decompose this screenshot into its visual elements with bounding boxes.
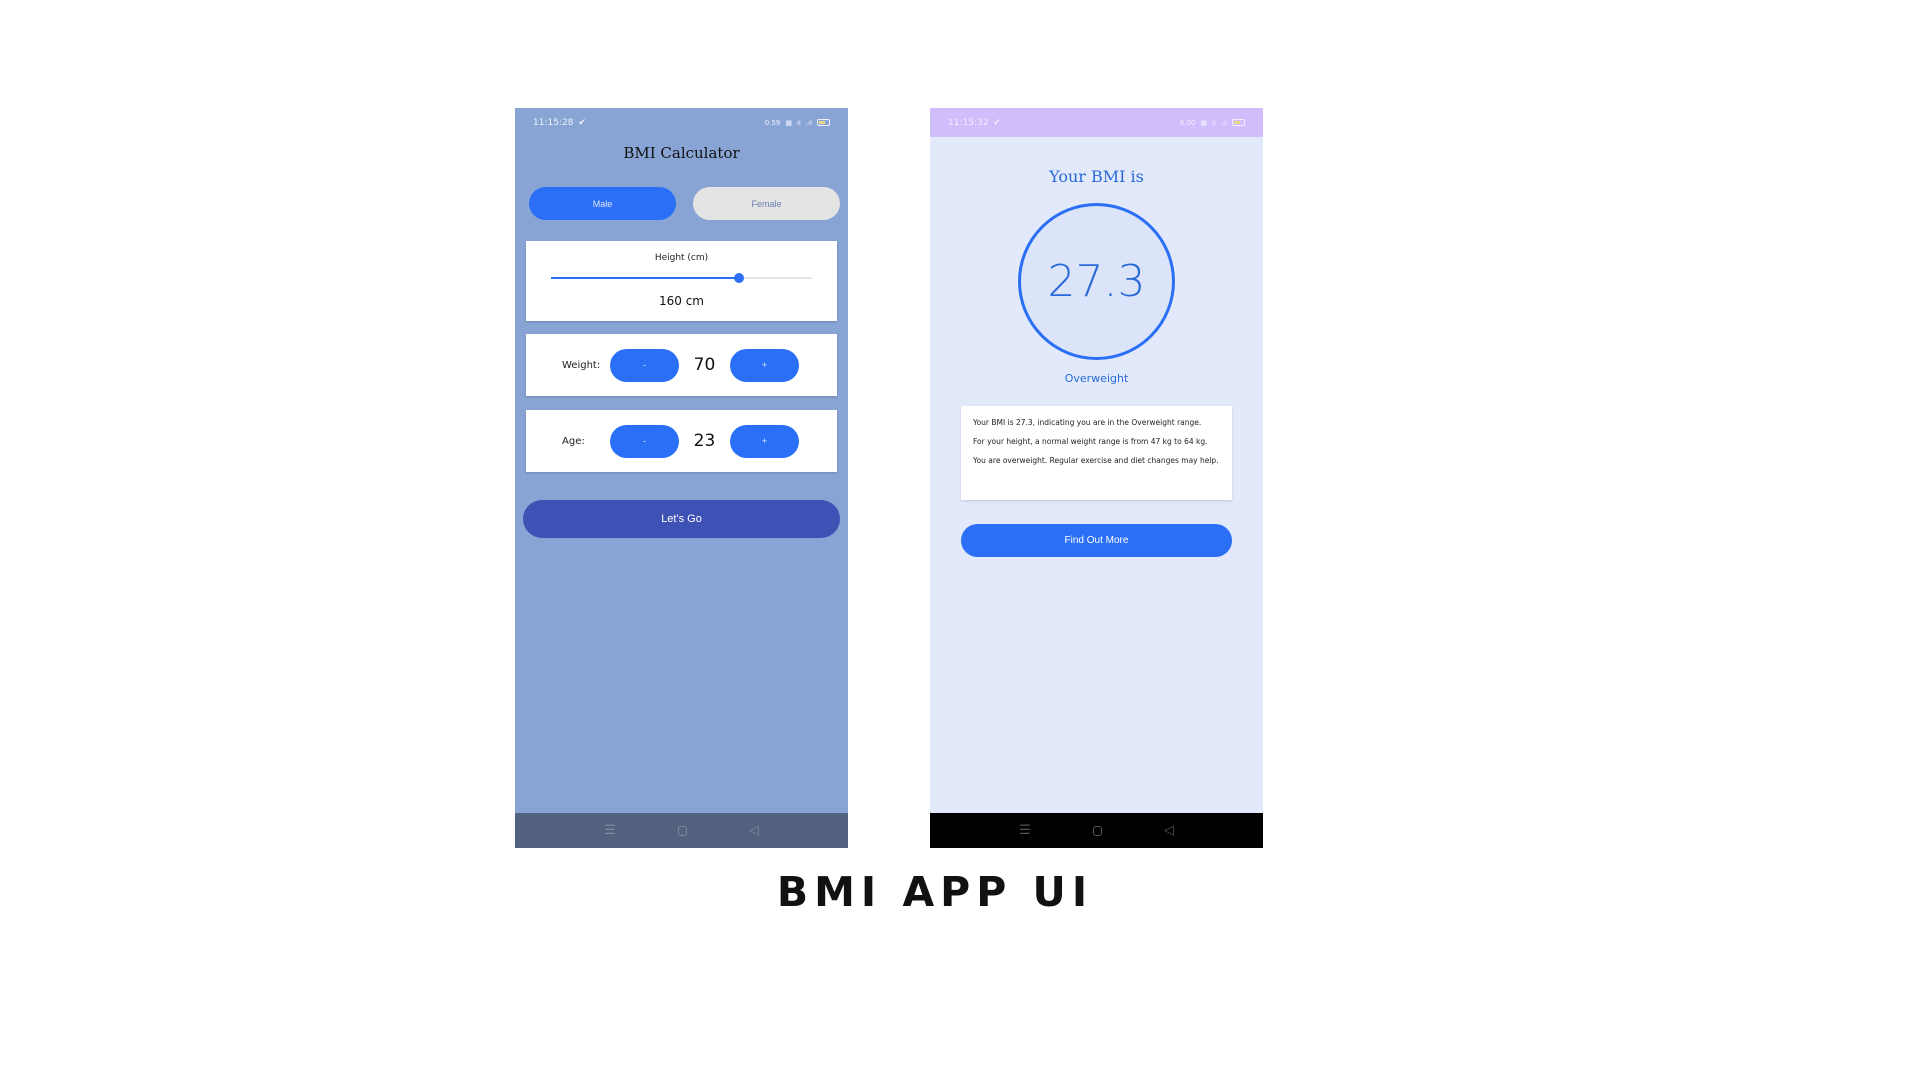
menu-icon[interactable]: ☰ (604, 823, 616, 838)
signal-4g-icon: ıl (1211, 118, 1216, 127)
height-card: Height (cm) 160 cm (526, 241, 837, 321)
bmi-value-circle: 27.3 (1018, 203, 1175, 360)
info-line: For your height, a normal weight range i… (973, 436, 1208, 446)
info-line: You are overweight. Regular exercise and… (973, 455, 1219, 465)
back-icon[interactable]: ◁ (1163, 823, 1174, 838)
status-time: 11:15:32 (948, 117, 989, 128)
age-card: Age: - 23 + (526, 410, 837, 472)
age-label: Age: (562, 435, 585, 447)
home-icon[interactable] (677, 825, 687, 836)
female-button[interactable]: Female (693, 187, 840, 220)
status-bar: 11:15:28 ✔ 0.59 ▦ ıl .ıl (515, 108, 848, 137)
status-time: 11:15:28 (533, 117, 574, 128)
bmi-value: 27.3 (1047, 256, 1146, 307)
age-decrement-button[interactable]: - (610, 424, 679, 458)
weight-value: 70 (693, 355, 716, 375)
check-icon: ✔ (578, 117, 586, 128)
lets-go-button[interactable]: Let's Go (523, 500, 840, 538)
check-icon: ✔ (993, 117, 1001, 128)
caption-title: BMI APP UI (776, 868, 1094, 916)
battery-icon (817, 119, 830, 126)
male-button[interactable]: Male (529, 187, 676, 220)
slider-fill (551, 277, 739, 279)
bmi-result-screen: 11:15:32 ✔ 6.00 ▦ ıl .ıl Your BMI is 27.… (930, 108, 1263, 848)
volte-icon: ▦ (1200, 118, 1207, 127)
bmi-category: Overweight (1064, 372, 1129, 385)
result-title: Your BMI is (1049, 167, 1144, 186)
battery-icon (1232, 119, 1245, 126)
nav-bar: ☰ ◁ (930, 813, 1263, 848)
gender-selector: Male Female (529, 187, 840, 220)
info-line: Your BMI is 27.3, indicating you are in … (973, 418, 1202, 427)
signal-icon: .ıl (805, 118, 812, 127)
height-value: 160 cm (658, 294, 704, 308)
page-title: BMI Calculator (623, 144, 740, 162)
net-speed: 0.59 (764, 118, 781, 127)
weight-label: Weight: (562, 359, 601, 371)
age-value: 23 (693, 431, 716, 451)
back-icon[interactable]: ◁ (748, 823, 759, 838)
nav-bar: ☰ ◁ (515, 813, 848, 848)
signal-icon: .ıl (1220, 118, 1227, 127)
status-bar: 11:15:32 ✔ 6.00 ▦ ıl .ıl (930, 108, 1263, 137)
signal-4g-icon: ıl (796, 118, 801, 127)
height-label: Height (cm) (654, 253, 709, 263)
home-icon[interactable] (1092, 825, 1102, 836)
slider-thumb[interactable] (733, 273, 744, 283)
find-out-more-button[interactable]: Find Out More (961, 524, 1232, 557)
age-increment-button[interactable]: + (730, 424, 799, 458)
height-slider[interactable] (551, 273, 812, 283)
result-info-card: Your BMI is 27.3, indicating you are in … (961, 406, 1232, 500)
volte-icon: ▦ (785, 118, 792, 127)
weight-increment-button[interactable]: + (730, 348, 799, 382)
bmi-input-screen: 11:15:28 ✔ 0.59 ▦ ıl .ıl BMI Calculator … (515, 108, 848, 848)
net-speed: 6.00 (1179, 118, 1196, 127)
weight-decrement-button[interactable]: - (610, 348, 679, 382)
menu-icon[interactable]: ☰ (1019, 823, 1031, 838)
weight-card: Weight: - 70 + (526, 334, 837, 396)
